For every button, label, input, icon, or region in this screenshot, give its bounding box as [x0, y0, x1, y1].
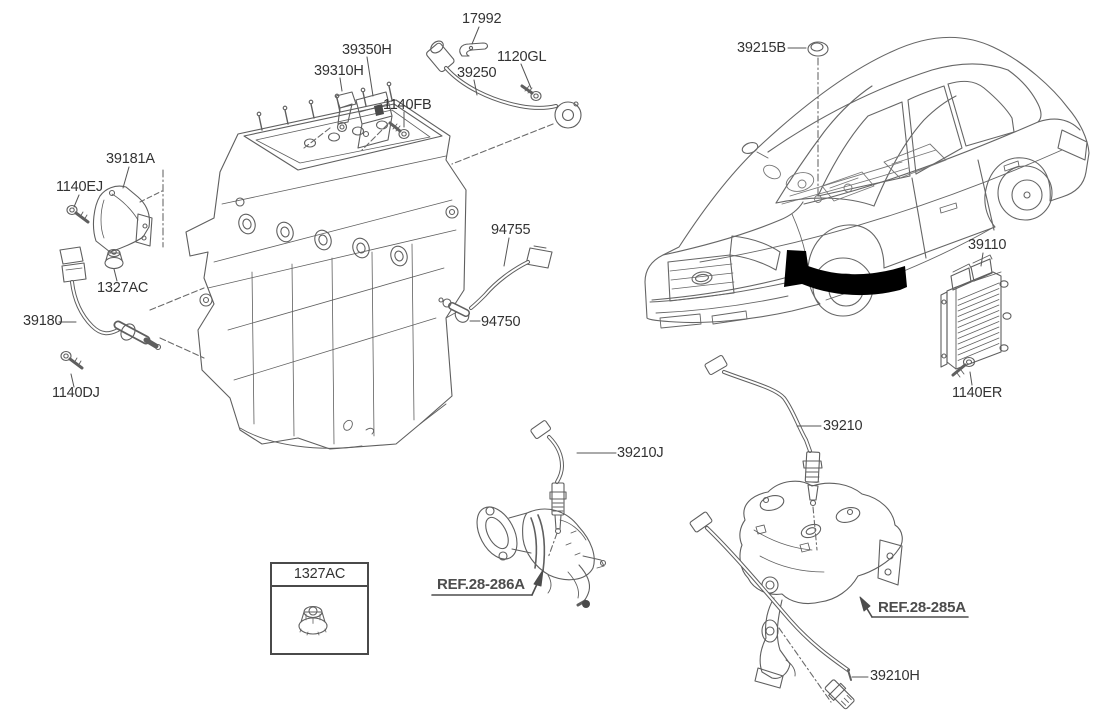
part-label-1120gl[interactable]: 1120GL	[497, 49, 547, 65]
catalytic-converter-drawing	[476, 506, 607, 608]
legend-nut-icon	[298, 605, 328, 636]
part-label-39310h[interactable]: 39310H	[314, 63, 364, 79]
nut-icon-1327ac	[104, 248, 124, 270]
sensor-bracket-icon	[355, 91, 393, 149]
grommet-icon-39215b	[807, 41, 829, 57]
part-label-39215b[interactable]: 39215B	[737, 40, 786, 56]
part-label-39350h[interactable]: 39350H	[342, 42, 392, 58]
dashed-projection-lines	[139, 57, 832, 703]
part-label-1140ej[interactable]: 1140EJ	[56, 179, 103, 195]
label-leader-lines	[58, 26, 984, 678]
oxygen-sensor-icon-39180	[59, 246, 162, 351]
part-label-39210[interactable]: 39210	[823, 418, 863, 434]
engine-bay-arrow	[784, 250, 907, 296]
legend-part-number: 1327AC	[272, 564, 367, 587]
part-label-39210h[interactable]: 39210H	[870, 668, 920, 684]
bolt-icon-1140fb	[388, 121, 410, 140]
part-label-94750[interactable]: 94750	[481, 314, 521, 330]
part-label-39180[interactable]: 39180	[23, 313, 63, 329]
part-label-39250[interactable]: 39250	[457, 65, 497, 81]
bolt-icon-1140er	[951, 356, 976, 378]
bolt-icon-1140dj	[60, 350, 84, 370]
knock-sensor-icon	[426, 40, 582, 129]
heat-shield-icon	[92, 185, 153, 253]
part-label-1140fb[interactable]: 1140FB	[383, 97, 432, 113]
oxygen-sensor-icon-39210j	[530, 420, 567, 535]
exhaust-manifold-drawing	[739, 480, 903, 689]
connector-icon-94755	[469, 245, 553, 310]
part-label-94755[interactable]: 94755	[491, 222, 531, 238]
engine-drawing	[185, 81, 467, 450]
part-label-39210j[interactable]: 39210J	[617, 445, 664, 461]
part-label-1140dj[interactable]: 1140DJ	[52, 385, 100, 401]
ref-label-28-285a[interactable]: REF.28-285A	[878, 599, 966, 616]
part-label-1140er[interactable]: 1140ER	[952, 385, 1003, 401]
bolt-icon-1140ej	[66, 204, 90, 224]
legend-box[interactable]: 1327AC	[270, 562, 369, 655]
part-label-39181a[interactable]: 39181A	[106, 151, 155, 167]
ref-callout-arrows	[431, 569, 969, 618]
oxygen-sensor-icon-39210h	[689, 511, 855, 710]
wiring-clip-icon	[459, 42, 488, 57]
sensor-icon-94750	[438, 297, 470, 323]
camshaft-sensor-icon	[335, 91, 357, 133]
part-label-39110[interactable]: 39110	[968, 237, 1007, 253]
bolt-icon-1120gl	[520, 84, 542, 102]
part-label-1327ac[interactable]: 1327AC	[97, 280, 149, 296]
ecu-icon-39110	[940, 254, 1012, 370]
ref-label-28-286a[interactable]: REF.28-286A	[437, 576, 525, 593]
part-label-17992[interactable]: 17992	[462, 11, 502, 27]
